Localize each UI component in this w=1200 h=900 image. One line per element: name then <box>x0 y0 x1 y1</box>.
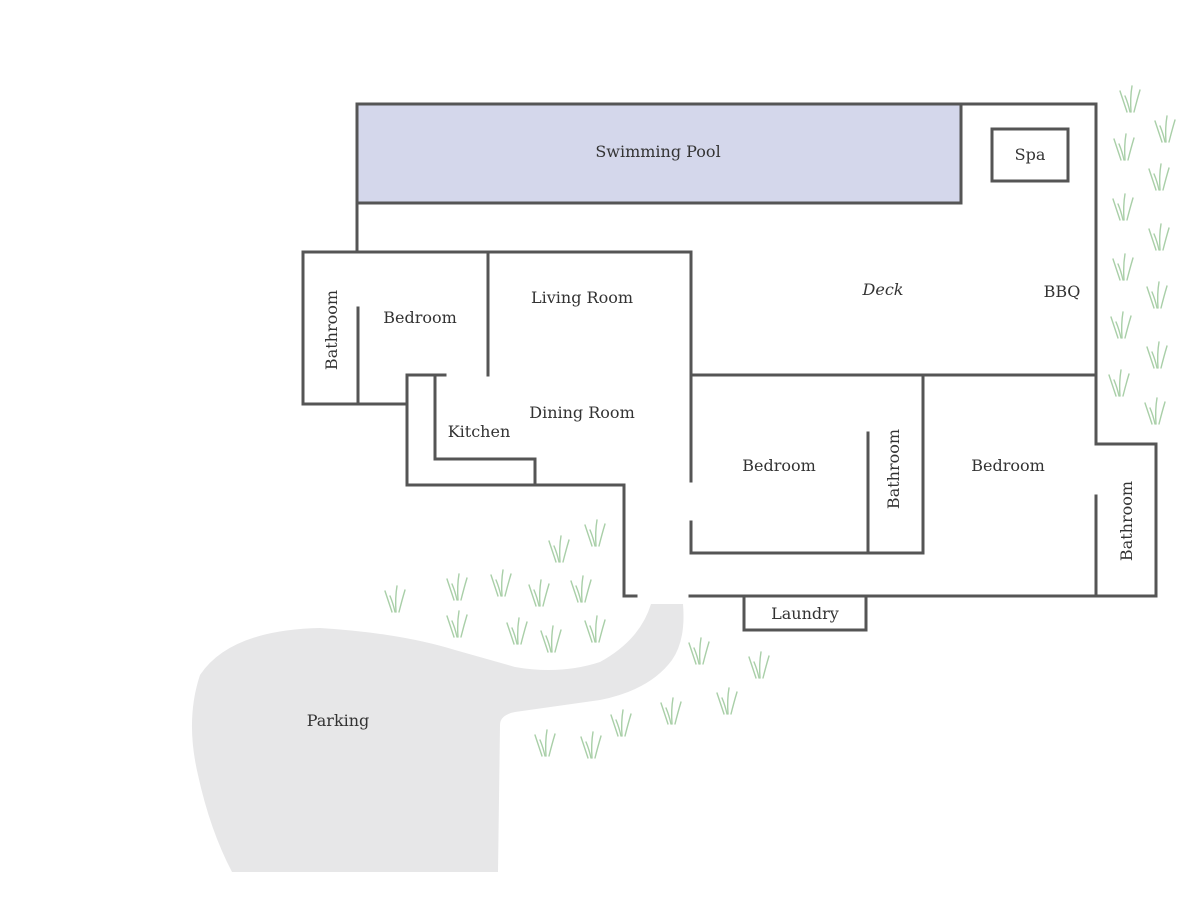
bbq-label: BBQ <box>1044 282 1081 301</box>
parking-label: Parking <box>307 711 370 730</box>
grass-tuft <box>570 575 592 603</box>
kitchen-label: Kitchen <box>448 422 511 441</box>
swimming-pool-label: Swimming Pool <box>595 142 720 161</box>
grass-tuft <box>1110 311 1132 339</box>
deck-label: Deck <box>862 280 904 299</box>
grass-tuft <box>1113 133 1135 161</box>
laundry-label: Laundry <box>771 604 839 623</box>
dining-room-label: Dining Room <box>529 403 634 422</box>
grass-tuft <box>548 535 570 563</box>
grass-tuft <box>584 519 606 547</box>
parking-area <box>191 604 684 872</box>
grass-tuft <box>688 637 710 665</box>
grass-tuft <box>1119 85 1141 113</box>
grass-tuft <box>610 709 632 737</box>
grass-tuft <box>660 697 682 725</box>
grass-tuft <box>716 687 738 715</box>
grass-tuft <box>584 615 606 643</box>
grass-tuft <box>490 569 512 597</box>
living-room-label: Living Room <box>531 288 633 307</box>
grass-tuft <box>1154 115 1176 143</box>
grass-tuft <box>1146 341 1168 369</box>
grass-tuft <box>1144 397 1166 425</box>
walls <box>301 102 1158 632</box>
grass-tuft <box>1146 281 1168 309</box>
grass-tufts <box>384 85 1176 759</box>
bathroom-middle-label: Bathroom <box>884 429 903 509</box>
grass-tuft <box>506 617 528 645</box>
bedroom-east-label: Bedroom <box>971 456 1045 475</box>
grass-tuft <box>748 651 770 679</box>
bathroom-west-label: Bathroom <box>322 290 341 370</box>
swimming-pool <box>357 104 961 203</box>
grass-tuft <box>446 573 468 601</box>
grass-tuft <box>1148 163 1170 191</box>
grass-tuft <box>1112 253 1134 281</box>
bathroom-east-label: Bathroom <box>1117 481 1136 561</box>
grass-tuft <box>528 579 550 607</box>
grass-tuft <box>580 731 602 759</box>
grass-tuft <box>1112 193 1134 221</box>
spa-label: Spa <box>1015 145 1046 164</box>
grass-tuft <box>1148 223 1170 251</box>
grass-tuft <box>1108 369 1130 397</box>
grass-tuft <box>540 625 562 653</box>
grass-tuft <box>384 585 406 613</box>
grass-tuft <box>446 610 468 638</box>
bedroom-west-label: Bedroom <box>383 308 457 327</box>
grass-tuft <box>534 729 556 757</box>
bedroom-middle-label: Bedroom <box>742 456 816 475</box>
